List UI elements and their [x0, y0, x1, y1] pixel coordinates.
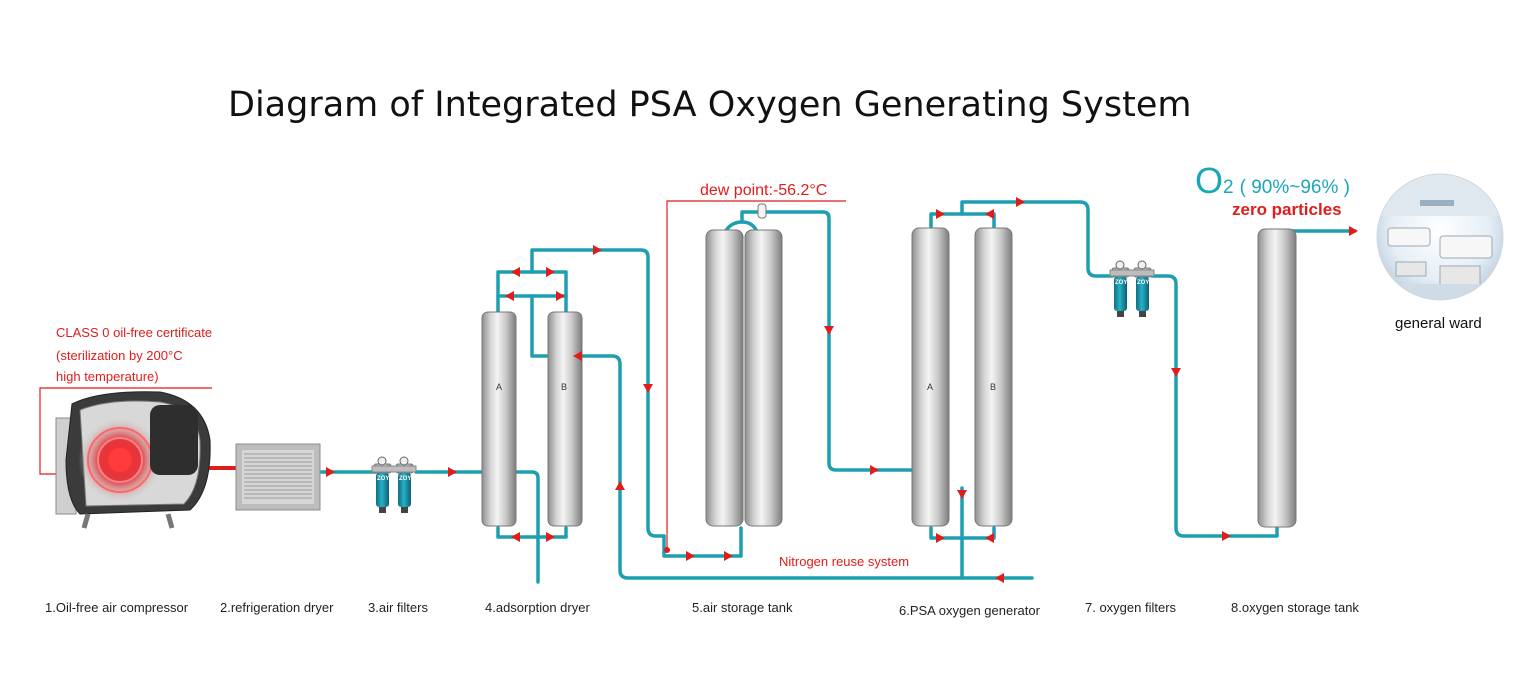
oxygen-purity-label: O2 ( 90%~96% ) [1195, 160, 1350, 201]
flow-arrow-icon [511, 532, 520, 542]
caption-air-compressor: 1.Oil-free air compressor [45, 600, 189, 615]
dew-point-note: dew point:-56.2°C [700, 182, 827, 199]
caption-refrigeration-dryer: 2.refrigeration dryer [220, 600, 334, 615]
caption-oxygen-storage-tank: 8.oxygen storage tank [1231, 600, 1359, 615]
o2-purity-range: ( 90%~96% ) [1240, 177, 1350, 198]
diagram-title: Diagram of Integrated PSA Oxygen Generat… [228, 85, 1191, 125]
annotation-lines [39, 200, 846, 553]
flow-arrow-icon [643, 384, 653, 393]
flow-arrow-icon [724, 551, 733, 561]
certificate-note-line3: high temperature) [56, 369, 159, 384]
flow-arrow-icon [573, 351, 582, 361]
flow-arrow-icon [995, 573, 1004, 583]
oxygen-storage-tank [1257, 228, 1297, 528]
pipe-network [206, 200, 1357, 584]
flow-arrow-icon [326, 467, 335, 477]
flow-arrow-icon [985, 209, 994, 219]
general-ward-image [1376, 173, 1504, 301]
oil-free-air-compressor [55, 391, 211, 529]
caption-adsorption-dryer: 4.adsorption dryer [485, 600, 590, 615]
flow-arrows [326, 197, 1358, 583]
o2-subscript: 2 [1223, 177, 1234, 198]
flow-arrow-icon [985, 533, 994, 543]
flow-arrow-icon [686, 551, 695, 561]
filter-brand-label: ZOY [399, 476, 411, 482]
o2-symbol: O [1195, 160, 1223, 201]
flow-arrow-icon [936, 209, 945, 219]
oxygen-filter-2: ZOY [1133, 260, 1152, 317]
caption-psa-generator: 6.PSA oxygen generator [899, 603, 1041, 618]
caption-air-storage-tank: 5.air storage tank [692, 600, 793, 615]
flow-arrow-icon [546, 532, 555, 542]
air-filter-2: ZOY [395, 456, 414, 513]
flow-arrow-icon [546, 267, 555, 277]
zero-particles-note: zero particles [1232, 200, 1342, 219]
flow-arrow-icon [870, 465, 879, 475]
oxygen-filters: ZOY ZOY [1109, 260, 1155, 317]
air-storage-tanks [705, 203, 783, 527]
flow-arrow-icon [505, 291, 514, 301]
flow-arrow-icon [615, 481, 625, 490]
filter-brand-label: ZOY [1137, 280, 1149, 286]
flow-arrow-icon [1171, 368, 1181, 377]
dryer-tank-a-label: A [496, 382, 502, 392]
caption-air-filters: 3.air filters [368, 600, 428, 615]
flow-arrow-icon [1222, 531, 1231, 541]
psa-tank-a-label: A [927, 382, 933, 392]
dryer-tank-b-label: B [561, 382, 567, 392]
filter-brand-label: ZOY [1115, 280, 1127, 286]
air-filter-1: ZOY [373, 456, 392, 513]
flow-arrow-icon [1016, 197, 1025, 207]
oxygen-filter-1: ZOY [1111, 260, 1130, 317]
flow-arrow-icon [593, 245, 602, 255]
air-filters: ZOY ZOY [371, 456, 417, 513]
flow-arrow-icon [556, 291, 565, 301]
flow-arrow-icon [1349, 226, 1358, 236]
nitrogen-reuse-note: Nitrogen reuse system [779, 554, 909, 569]
filter-brand-label: ZOY [377, 476, 389, 482]
general-ward-label: general ward [1395, 315, 1482, 332]
caption-oxygen-filters: 7. oxygen filters [1085, 600, 1177, 615]
adsorption-dryer: A B [481, 311, 583, 527]
psa-tank-b-label: B [990, 382, 996, 392]
flow-arrow-icon [824, 326, 834, 335]
certificate-note-line2: (sterilization by 200°C [56, 348, 183, 363]
flow-arrow-icon [957, 490, 967, 499]
flow-arrow-icon [511, 267, 520, 277]
psa-oxygen-generator: A B [911, 227, 1013, 527]
refrigeration-dryer [235, 443, 321, 511]
certificate-note-line1: CLASS 0 oil-free certificate [56, 325, 212, 340]
flow-arrow-icon [936, 533, 945, 543]
flow-arrow-icon [448, 467, 457, 477]
